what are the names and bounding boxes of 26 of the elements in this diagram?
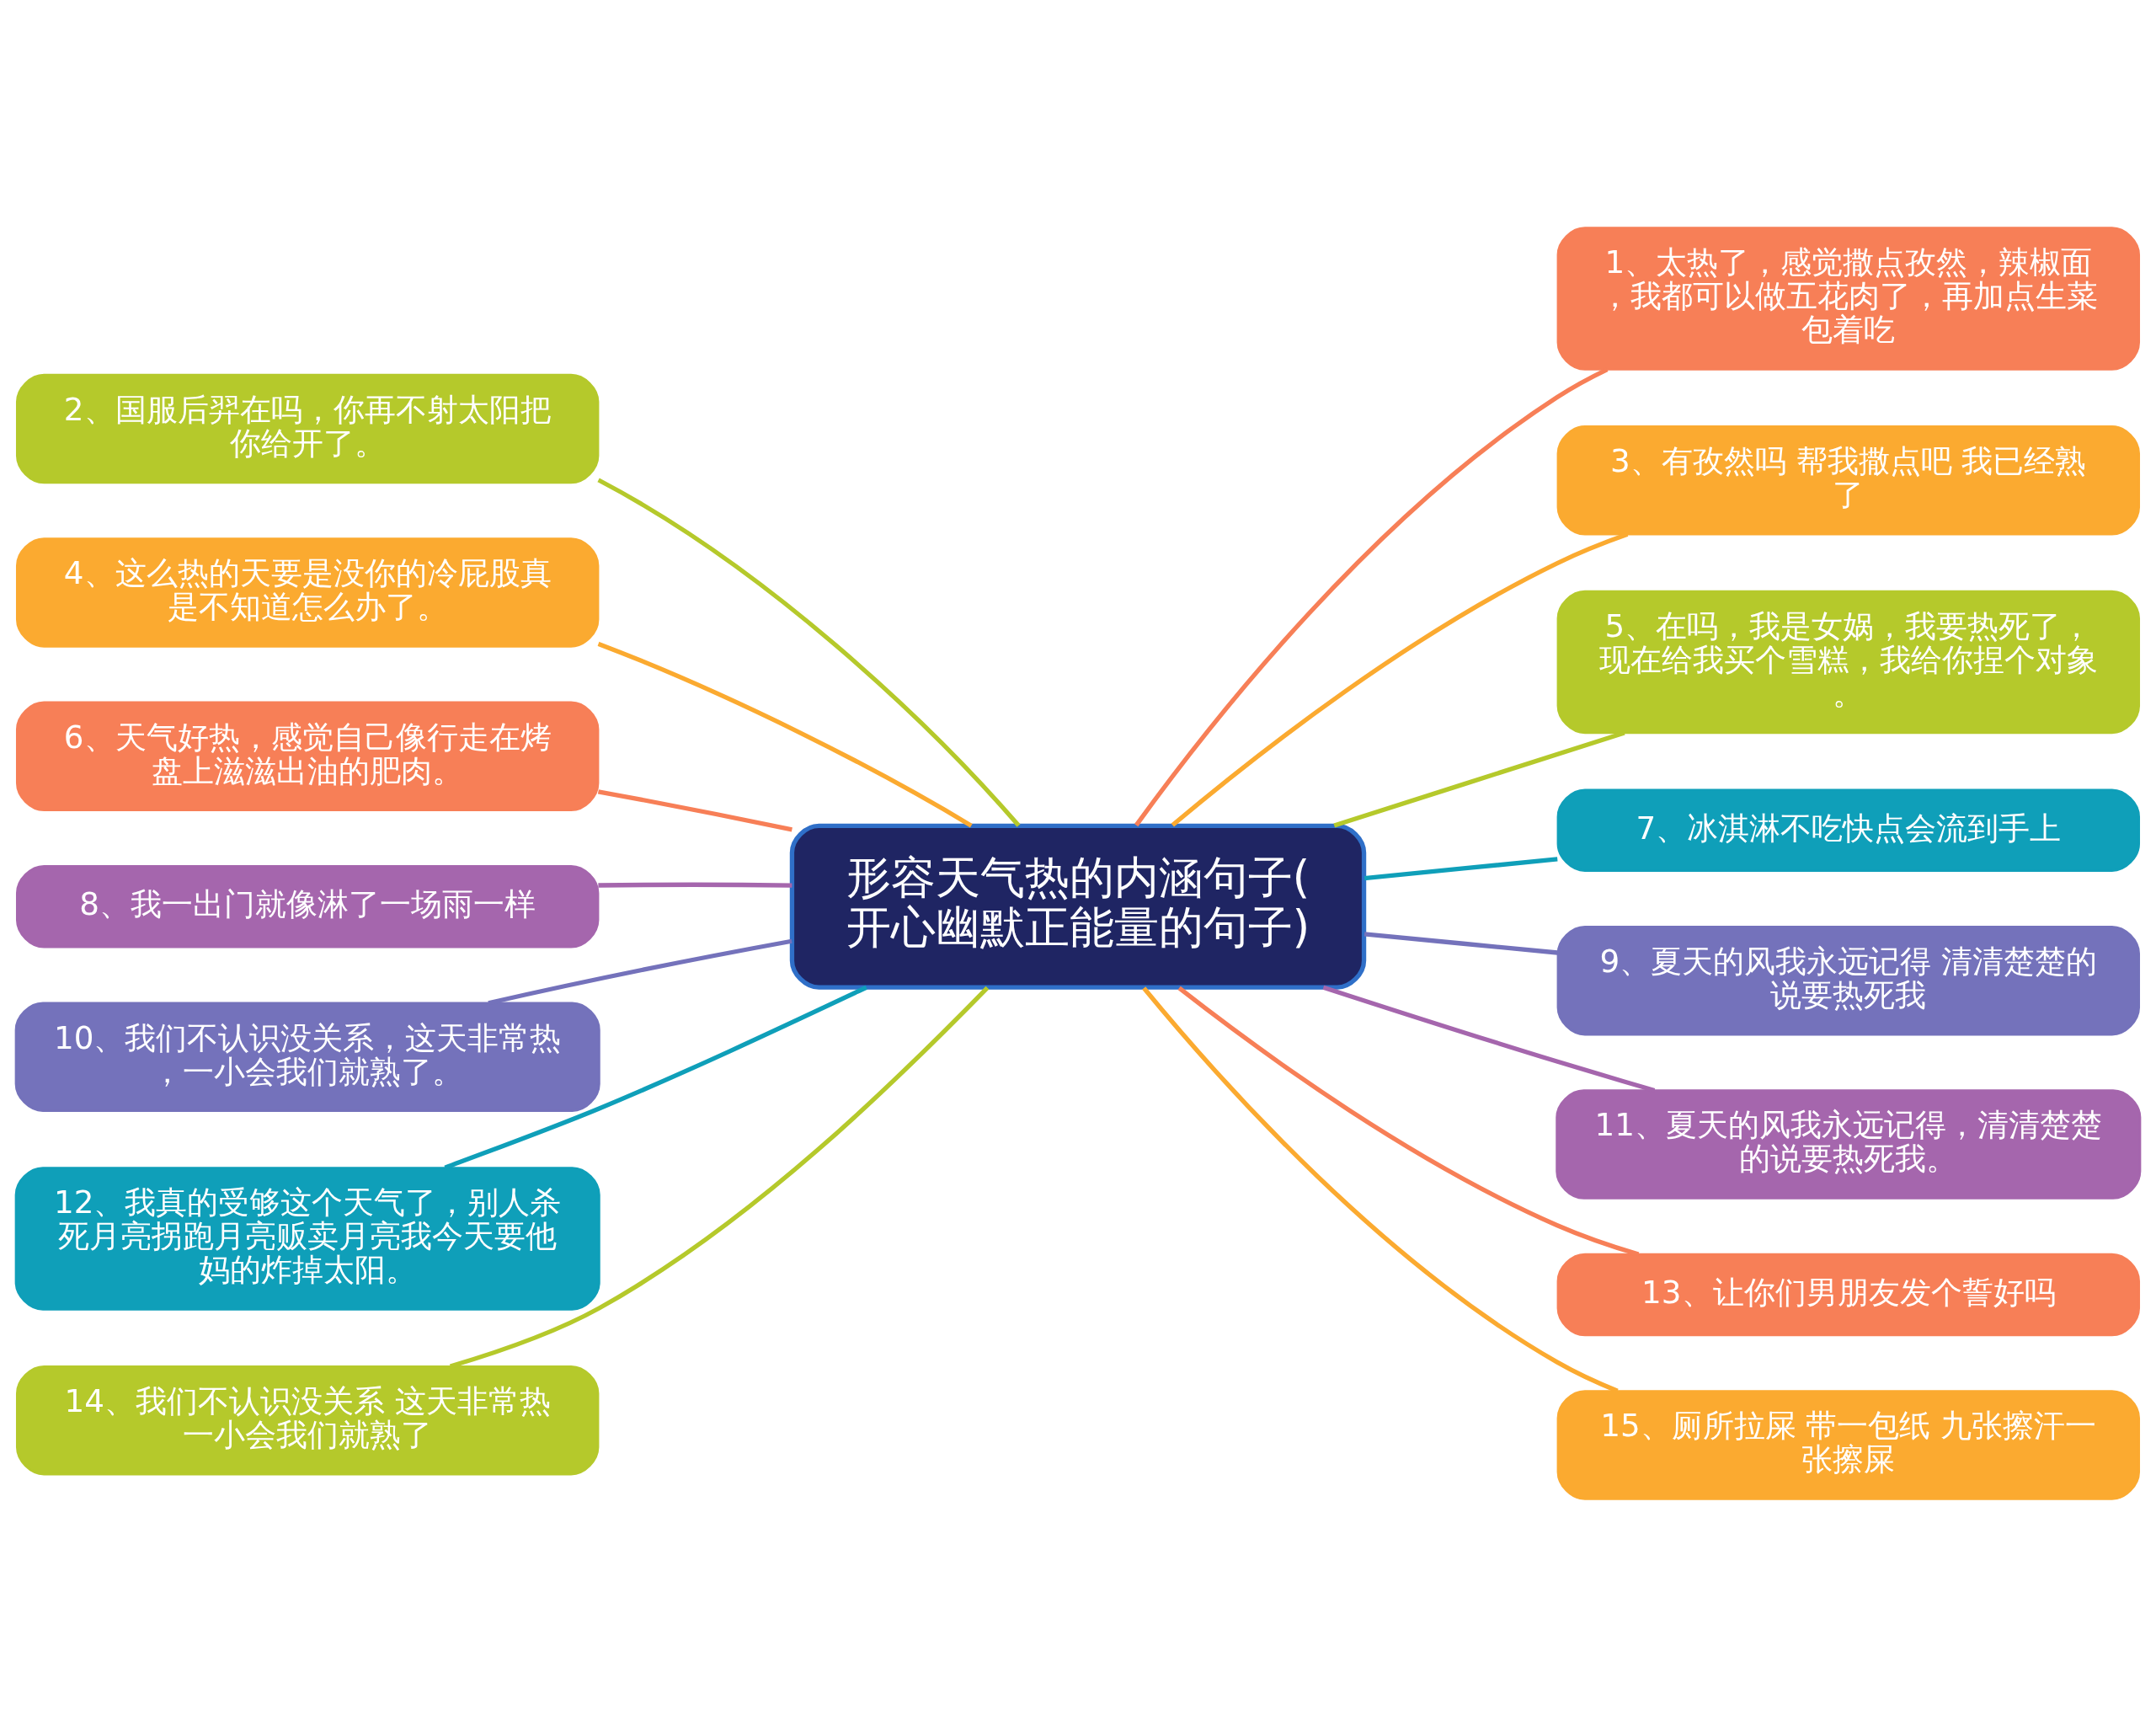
node-box: 3、有孜然吗 帮我撒点吧 我已经熟了 [1556, 425, 2140, 535]
node-box: 10、我们不认识没关系，这天非常热，一小会我们就熟了。 [14, 1001, 600, 1112]
node-box: 11、夏天的风我永远记得，清清楚楚的说要热死我。 [1556, 1088, 2142, 1200]
connector [1322, 985, 1656, 1093]
connector [1142, 986, 1619, 1393]
node-box: 8、我一出门就像淋了一场雨一样 [15, 864, 600, 948]
connector [444, 985, 867, 1170]
node-box: 6、天气好热，感觉自己像行走在烤盘上滋滋出油的肥肉。 [15, 701, 600, 811]
node-box: 12、我真的受够这个天气了，别人杀死月亮拐跑月亮贩卖月亮我今天要他妈的炸掉太阳。 [14, 1166, 600, 1311]
node-box: 形容天气热的内涵句子(开心幽默正能量的句子) [789, 823, 1367, 990]
node-box: 9、夏天的风我永远记得 清清楚楚的说要热死我 [1556, 925, 2140, 1035]
connector [598, 882, 792, 888]
node-box: 14、我们不认识没关系 这天非常热一小会我们就熟了 [15, 1365, 600, 1475]
connector [596, 641, 973, 827]
node-box: 7、冰淇淋不吃快点会流到手上 [1556, 788, 2140, 872]
node-box: 2、国服后羿在吗，你再不射太阳把你给开了。 [15, 373, 600, 484]
connector [597, 788, 792, 832]
node-box: 1、太热了，感觉撒点孜然，辣椒面，我都可以做五花肉了，再加点生菜包着吃 [1556, 226, 2140, 371]
node-box: 13、让你们男朋友发个誓好吗 [1556, 1253, 2140, 1336]
connector [488, 938, 792, 1005]
connector [596, 478, 1021, 827]
node-box: 5、在吗，我是女娲，我要热死了，现在给我买个雪糕，我给你捏个对象。 [1556, 590, 2140, 734]
connector [1364, 856, 1558, 880]
node-box: 15、厕所拉屎 带一包纸 九张擦汗一张擦屎 [1556, 1389, 2140, 1500]
connector [1364, 931, 1558, 955]
node-box: 4、这么热的天要是没你的冷屁股真是不知道怎么办了。 [15, 537, 600, 648]
